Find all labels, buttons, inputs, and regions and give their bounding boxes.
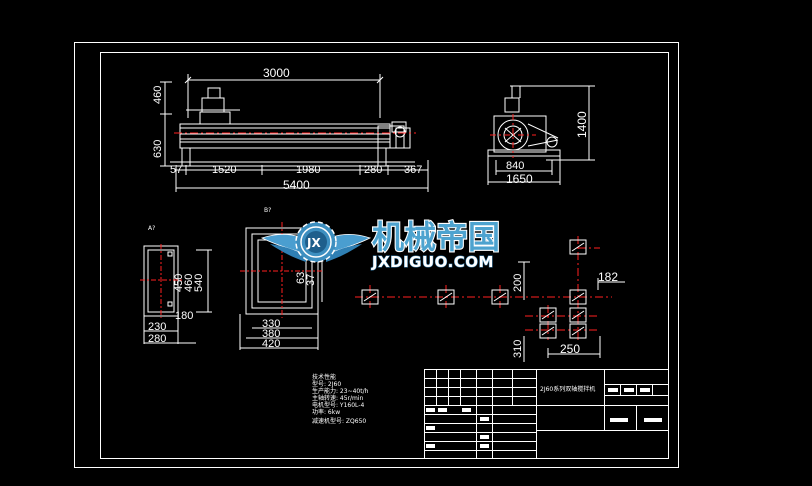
watermark-chinese: 机械帝国 [372,218,500,256]
dim-a-280: 280 [148,333,166,345]
notes-line-6: 减速机型号: ZQ650 [312,417,366,425]
drawing-title: 2J60系列双轴搅拌机 [540,385,595,393]
dim-200: 200 [512,274,524,292]
dim-250: 250 [560,342,580,356]
dim-840: 840 [506,160,524,172]
notes-title: 技术性能 [312,373,336,381]
detail-a-text: A? 450 460 540 230 180 280 [148,225,205,345]
layout-plan-bolts [361,239,625,362]
dim-1400: 1400 [575,111,589,138]
title-block [424,369,669,459]
front-view-dimensions: 3000 460 630 57 1520 1980 280 367 5400 [152,66,422,192]
dim-1650: 1650 [506,172,533,186]
dim-1980: 1980 [296,164,320,176]
layout-plan-dimensions: 200 182 250 310 [512,270,618,358]
front-view [160,74,429,192]
dim-b-63: 63 [295,272,307,284]
dim-b-420: 420 [262,338,280,350]
dim-a-180: 180 [175,310,193,322]
notes-line-2: 生产能力: 23~40t/h [312,387,369,395]
detail-a-label: A? [148,225,155,232]
watermark: JX 机械帝国 JXDIGUO.COM [260,217,501,272]
watermark-english: JXDIGUO.COM [371,253,494,271]
side-view-dimensions: 1400 840 1650 [506,111,589,186]
notes-line-3: 主轴转速: 45r/min [312,394,364,402]
notes-line-5: 功率: 6kw [312,408,340,416]
dim-a-540: 540 [193,274,205,292]
dim-3000: 3000 [263,66,290,80]
notes-line-4: 电机型号: Y160L-4 [312,401,364,409]
detail-a-centerlines [140,244,184,318]
dim-460: 460 [152,86,164,104]
dim-a-460: 460 [183,274,195,292]
inner-border [100,52,669,459]
dim-182: 182 [598,270,618,284]
dim-310: 310 [512,340,524,358]
dim-1520: 1520 [212,164,236,176]
dim-57: 57 [170,164,182,176]
detail-b-text: B? 63 37 330 380 420 [262,207,317,350]
gear-icon [295,221,337,263]
technical-notes: 技术性能 型号: 2J60 生产能力: 23~40t/h 主轴转速: 45r/m… [312,373,369,425]
dim-b-37: 37 [305,274,317,286]
drawing-frame [74,42,679,468]
dim-b-380: 380 [262,328,280,340]
outer-border [74,42,679,468]
title-block-labels [426,388,662,448]
detail-b-label: B? [264,207,271,214]
side-view-centerlines [490,114,536,158]
dim-a-450: 450 [173,274,185,292]
dim-a-230: 230 [148,321,166,333]
dim-b-330: 330 [262,318,280,330]
dim-5400: 5400 [283,178,310,192]
notes-line-1: 型号: 2J60 [312,380,341,388]
watermark-badge: JX [306,236,321,250]
dim-367: 367 [404,164,422,176]
dim-280: 280 [364,164,382,176]
dim-630: 630 [152,140,164,158]
